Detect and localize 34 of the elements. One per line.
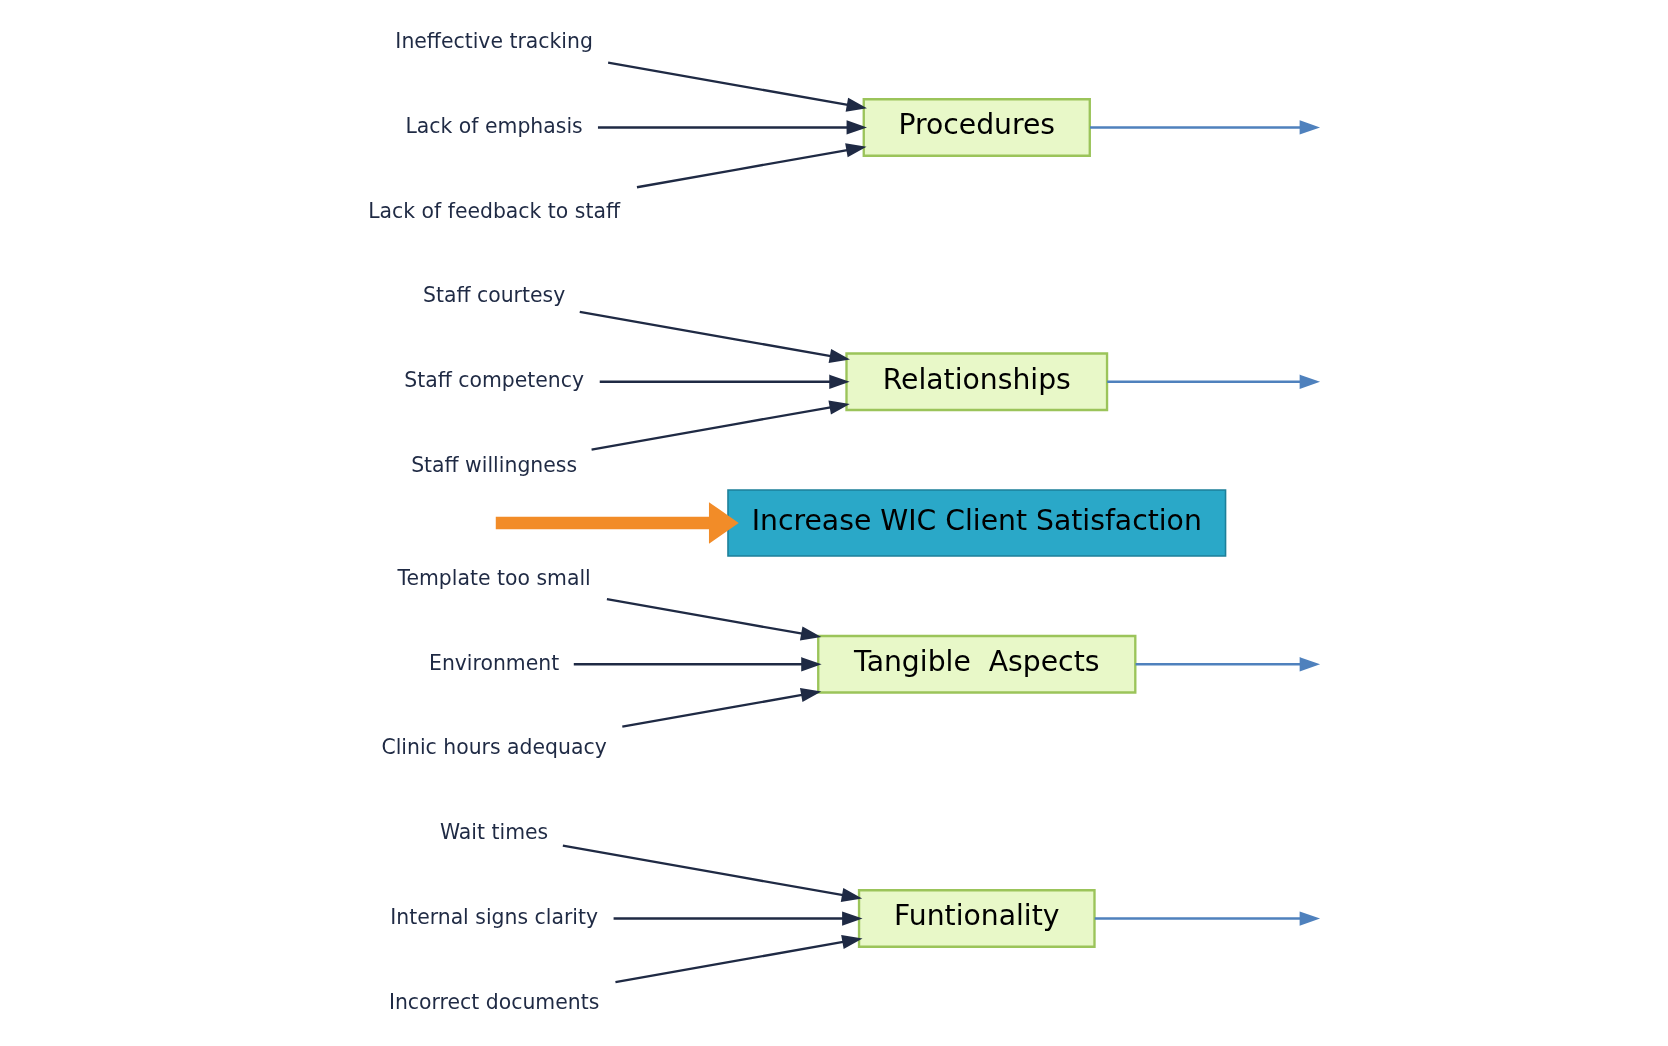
node-text: Internal signs clarity: [389, 904, 598, 929]
node-text: Lack of feedback to staff: [367, 198, 620, 223]
node-text: Staff competency: [403, 368, 584, 393]
arrow: [607, 61, 867, 112]
node-text: Staff courtesy: [422, 283, 565, 308]
node-text: Wait times: [439, 820, 548, 845]
node-box: Procedures: [862, 98, 1091, 157]
node-text: Lack of emphasis: [405, 113, 583, 138]
node-text: Template too small: [396, 565, 591, 590]
node-text: Ineffective tracking: [394, 29, 593, 54]
arrow: [573, 657, 822, 672]
arrow: [614, 935, 863, 984]
arrow: [579, 310, 850, 364]
arrow: [1094, 911, 1320, 926]
arrow: [613, 911, 863, 926]
arrow: [1135, 657, 1320, 672]
node-text: Staff willingness: [410, 452, 577, 477]
node-text: Clinic hours adequacy: [380, 735, 607, 760]
arrow: [1106, 374, 1320, 389]
node-box: Increase WIC Client Satisfaction: [726, 489, 1226, 557]
arrow: [636, 143, 867, 189]
arrow: [562, 844, 862, 903]
arrow: [590, 400, 850, 451]
node-box: Funtionality: [857, 889, 1096, 948]
node-text: Incorrect documents: [388, 989, 599, 1014]
arrow: [621, 688, 821, 728]
node-box: Tangible Aspects: [816, 634, 1136, 694]
node-text: Environment: [428, 650, 559, 675]
arrow: [495, 502, 739, 544]
arrow: [1089, 120, 1320, 135]
arrow: [599, 374, 850, 389]
arrow: [597, 120, 867, 135]
arrow: [606, 598, 821, 641]
node-box: Relationships: [844, 352, 1108, 412]
